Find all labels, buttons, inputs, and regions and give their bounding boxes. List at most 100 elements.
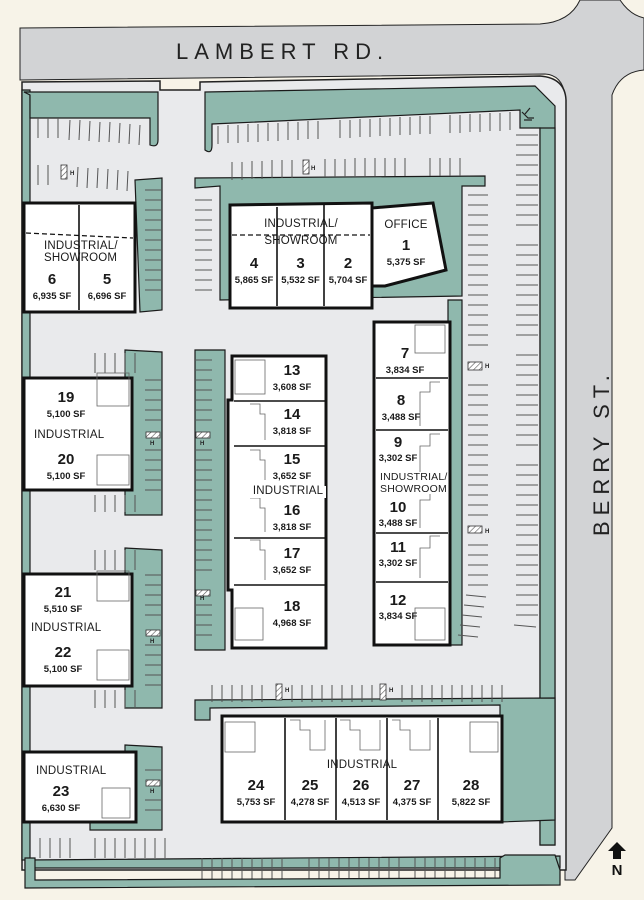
unit-27[interactable]: 27 4,375 SF (388, 778, 436, 808)
unit-12[interactable]: 12 3,834 SF (374, 593, 422, 622)
unit-number: 13 (283, 362, 301, 379)
unit-3[interactable]: 3 5,532 SF (278, 256, 323, 286)
svg-text:H: H (70, 171, 74, 177)
unit-number: 20 (57, 451, 75, 468)
unit-area: 4,375 SF (392, 797, 432, 808)
unit-15[interactable]: 15 3,652 SF (262, 452, 322, 482)
unit-area: 3,488 SF (378, 518, 418, 529)
unit-number: 6 (47, 271, 57, 288)
unit-16[interactable]: 16 3,818 SF (262, 503, 322, 533)
unit-13[interactable]: 13 3,608 SF (262, 363, 322, 393)
unit-18[interactable]: 18 4,968 SF (262, 599, 322, 629)
unit-area: 5,375 SF (386, 257, 426, 268)
unit-area: 3,834 SF (385, 365, 425, 376)
unit-number: 7 (400, 345, 410, 362)
unit-area: 4,278 SF (290, 797, 330, 808)
unit-21[interactable]: 21 5,510 SF (37, 585, 89, 615)
use-label-line2: SHOWROOM (264, 234, 338, 247)
unit-number: 23 (52, 783, 70, 800)
unit-area: 3,488 SF (381, 412, 421, 423)
unit-area: 5,100 SF (43, 664, 83, 675)
unit-area: 4,513 SF (341, 797, 381, 808)
unit-area: 3,652 SF (272, 565, 312, 576)
unit-25[interactable]: 25 4,278 SF (286, 778, 334, 808)
building-units-24-28 (220, 714, 504, 824)
unit-area: 4,968 SF (272, 618, 312, 629)
use-label-nw: INDUSTRIAL/ SHOWROOM (44, 240, 118, 264)
north-label: N (611, 862, 623, 879)
use-label-west-2: INDUSTRIAL (31, 622, 102, 635)
unit-area: 5,532 SF (281, 275, 320, 286)
unit-7[interactable]: 7 3,834 SF (380, 346, 430, 376)
accessible-stalls (60, 159, 483, 787)
road-label-berry: BERRY ST. (589, 369, 614, 536)
unit-19[interactable]: 19 5,100 SF (40, 390, 92, 420)
unit-number: 5 (102, 271, 112, 288)
unit-4[interactable]: 4 5,865 SF (232, 256, 276, 286)
svg-text:H: H (200, 596, 204, 602)
unit-number: 15 (283, 451, 301, 468)
use-label-center-east: INDUSTRIAL/ SHOWROOM (380, 471, 448, 495)
unit-area: 6,696 SF (87, 291, 127, 302)
building-unit-1 (370, 201, 448, 288)
unit-6[interactable]: 6 6,935 SF (26, 272, 78, 302)
use-label-line2: SHOWROOM (380, 482, 447, 495)
svg-text:H: H (285, 688, 289, 694)
unit-11[interactable]: 11 3,302 SF (374, 540, 422, 569)
unit-area: 6,630 SF (41, 803, 81, 814)
svg-text:H: H (485, 529, 489, 535)
unit-number: 1 (401, 237, 411, 254)
unit-area: 5,100 SF (46, 471, 86, 482)
unit-number: 26 (352, 777, 370, 794)
use-label-line2: SHOWROOM (44, 251, 118, 264)
svg-text:H: H (150, 789, 154, 795)
handicap-labels: H H H H H H H H H H H (70, 166, 489, 795)
unit-number: 12 (389, 592, 407, 609)
unit-5[interactable]: 5 6,696 SF (81, 272, 133, 302)
unit-22[interactable]: 22 5,100 SF (37, 645, 89, 675)
unit-23[interactable]: 23 6,630 SF (36, 784, 86, 814)
roads (19, 0, 644, 881)
unit-number: 9 (393, 434, 403, 451)
unit-area: 3,834 SF (378, 611, 418, 622)
svg-text:H: H (389, 688, 393, 694)
unit-17[interactable]: 17 3,652 SF (262, 546, 322, 576)
use-label-line1: INDUSTRIAL/ (264, 218, 338, 230)
unit-number: 4 (249, 255, 259, 272)
unit-number: 25 (301, 777, 319, 794)
unit-number: 21 (54, 584, 72, 601)
unit-20[interactable]: 20 5,100 SF (40, 452, 92, 482)
unit-area: 6,935 SF (32, 291, 72, 302)
unit-8[interactable]: 8 3,488 SF (376, 393, 426, 423)
unit-number: 16 (283, 502, 301, 519)
unit-14[interactable]: 14 3,818 SF (262, 407, 322, 437)
road-label-lambert: LAMBERT RD. (176, 39, 390, 64)
use-label-center-west: INDUSTRIAL (250, 485, 326, 498)
unit-9[interactable]: 9 3,302 SF (374, 435, 422, 464)
building-units-4-3-2 (228, 201, 374, 310)
use-label-line1: INDUSTRIAL/ (380, 471, 448, 483)
use-label-office: OFFICE (384, 219, 428, 231)
unit-number: 22 (54, 644, 72, 661)
building-unit-23 (22, 750, 138, 824)
use-label-west-1: INDUSTRIAL (34, 429, 105, 442)
unit-2[interactable]: 2 5,704 SF (325, 256, 371, 286)
interior-office-lines (96, 324, 499, 819)
unit-10[interactable]: 10 3,488 SF (374, 500, 422, 529)
unit-26[interactable]: 26 4,513 SF (337, 778, 385, 808)
south-landscape-strip (24, 854, 561, 889)
use-label-south: INDUSTRIAL (326, 759, 398, 771)
unit-number: 3 (296, 255, 305, 272)
unit-28[interactable]: 28 5,822 SF (442, 778, 500, 808)
unit-area: 5,822 SF (451, 797, 491, 808)
building-units-13-18 (226, 354, 328, 650)
unit-1[interactable]: 1 5,375 SF (378, 238, 434, 268)
unit-number: 27 (403, 777, 421, 794)
unit-24[interactable]: 24 5,753 SF (228, 778, 284, 808)
unit-number: 19 (57, 389, 75, 406)
mezzanine-dashed-lines (25, 232, 370, 239)
north-compass: N (604, 840, 630, 879)
unit-number: 10 (389, 499, 407, 516)
parking-stripes (37, 112, 538, 880)
